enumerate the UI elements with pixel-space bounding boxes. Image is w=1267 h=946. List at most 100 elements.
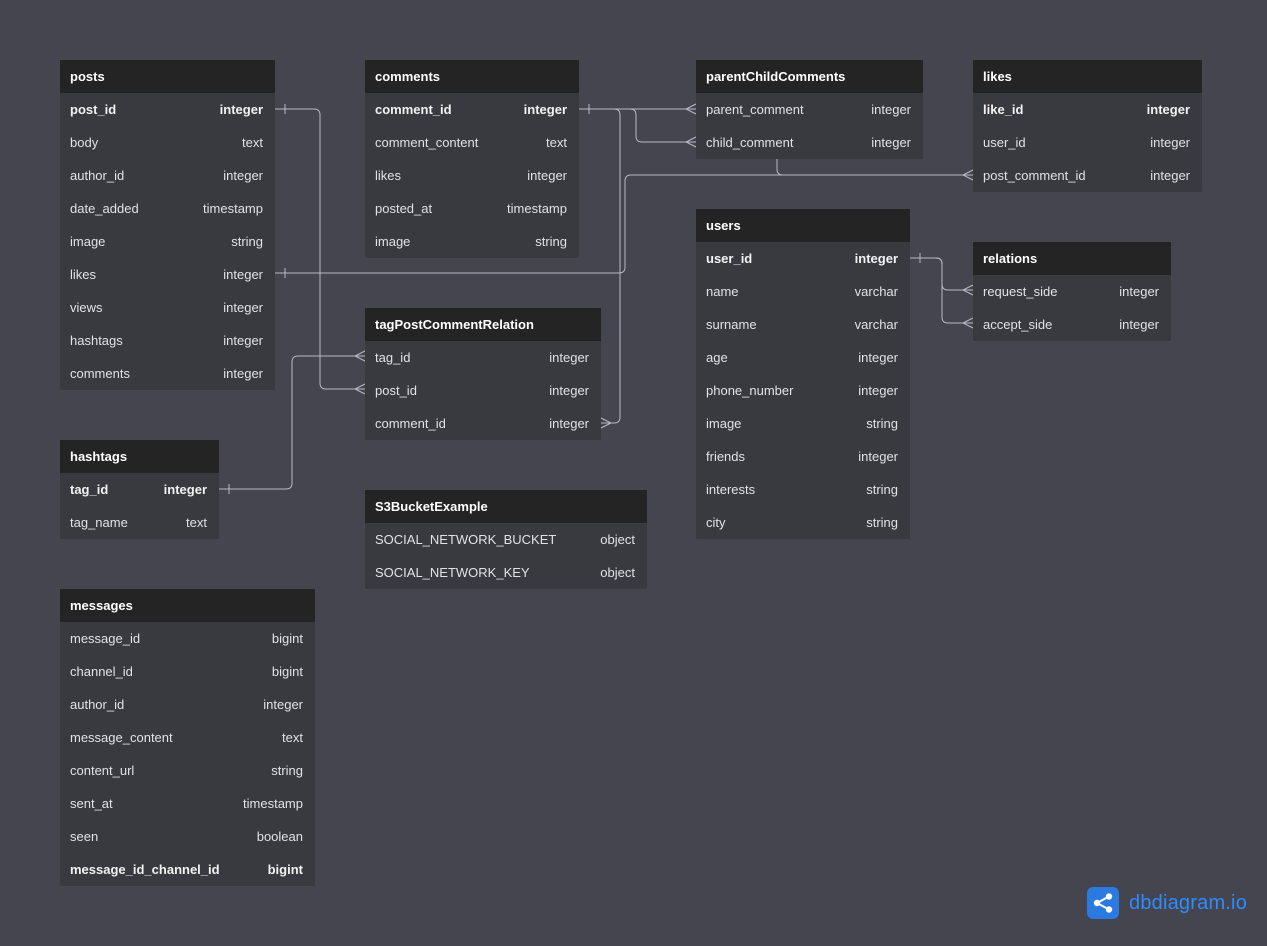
- table-header[interactable]: likes: [973, 60, 1202, 93]
- field-name: comments: [70, 366, 130, 381]
- field-type: bigint: [271, 631, 303, 646]
- field-name: comment_id: [375, 102, 452, 117]
- field-type: varchar: [854, 284, 898, 299]
- field-type: integer: [549, 383, 589, 398]
- field-name: friends: [706, 449, 746, 464]
- field-name: hashtags: [70, 333, 123, 348]
- field-name: likes: [70, 267, 97, 282]
- field-type: text: [546, 135, 567, 150]
- brand-logo[interactable]: dbdiagram.io: [1087, 887, 1247, 919]
- field-type: object: [600, 532, 635, 547]
- table-header[interactable]: posts: [60, 60, 275, 93]
- table-header[interactable]: parentChildComments: [696, 60, 923, 93]
- field-name: like_id: [983, 102, 1024, 117]
- field-type: object: [600, 565, 635, 580]
- field-type: timestamp: [203, 201, 263, 216]
- field-type: integer: [527, 168, 567, 183]
- table-header[interactable]: hashtags: [60, 440, 219, 473]
- field-row[interactable]: phone_number integer: [696, 374, 910, 407]
- field-row[interactable]: friends integer: [696, 440, 910, 473]
- field-name: parent_comment: [706, 102, 804, 117]
- field-type: integer: [858, 449, 898, 464]
- rel-parentChildComments-likes: [776, 158, 973, 176]
- table-header[interactable]: comments: [365, 60, 579, 93]
- field-type: integer: [1119, 284, 1159, 299]
- field-row[interactable]: comments integer: [60, 357, 275, 390]
- table-header[interactable]: tagPostCommentRelation: [365, 308, 601, 341]
- field-type: varchar: [854, 317, 898, 332]
- field-row[interactable]: message_content text: [60, 721, 315, 754]
- table-header[interactable]: S3BucketExample: [365, 490, 647, 523]
- field-name: message_id_channel_id: [70, 862, 220, 877]
- table-header[interactable]: users: [696, 209, 910, 242]
- field-name: SOCIAL_NETWORK_BUCKET: [375, 532, 557, 547]
- field-type: text: [282, 730, 303, 745]
- field-name: phone_number: [706, 383, 794, 398]
- table-header[interactable]: messages: [60, 589, 315, 622]
- field-type: string: [866, 416, 898, 431]
- field-name: age: [706, 350, 728, 365]
- share-nodes-icon: [1087, 887, 1119, 919]
- field-name: channel_id: [70, 664, 133, 679]
- table-header[interactable]: relations: [973, 242, 1171, 275]
- field-type: integer: [858, 383, 898, 398]
- field-type: string: [535, 234, 567, 249]
- rel-users-accept_side: [910, 257, 973, 324]
- field-name: post_comment_id: [983, 168, 1086, 183]
- field-row[interactable]: SOCIAL_NETWORK_BUCKET object: [365, 523, 647, 556]
- rel-posts-post_id-tagPostCommentRelation-post_id: [275, 108, 365, 390]
- field-type: integer: [223, 366, 263, 381]
- field-name: message_content: [70, 730, 173, 745]
